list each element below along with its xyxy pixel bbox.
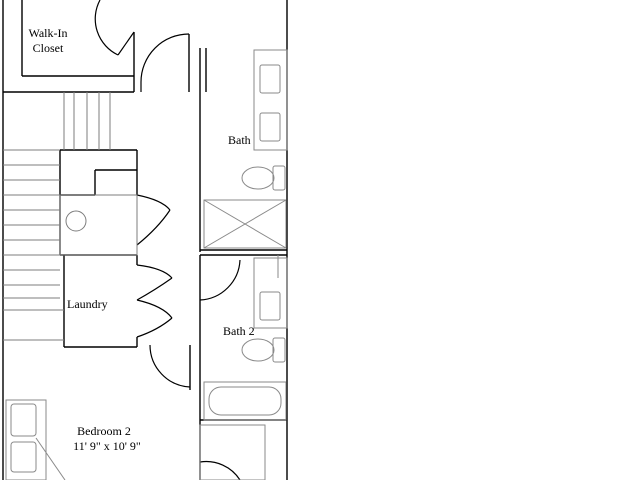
walk-in-closet-label-line2: Closet [32,41,64,55]
stairs [3,92,138,341]
fixtures [5,49,288,480]
walk-in-closet-label-line1: Walk-In [28,26,68,40]
bath-2-label: Bath 2 [223,324,255,338]
bedroom-2-dimensions: 11' 9" x 10' 9" [73,439,141,453]
doors [94,0,241,480]
bedroom-2-label: Bedroom 2 [77,424,131,438]
bath-label: Bath [228,133,251,147]
laundry-label: Laundry [67,297,108,311]
